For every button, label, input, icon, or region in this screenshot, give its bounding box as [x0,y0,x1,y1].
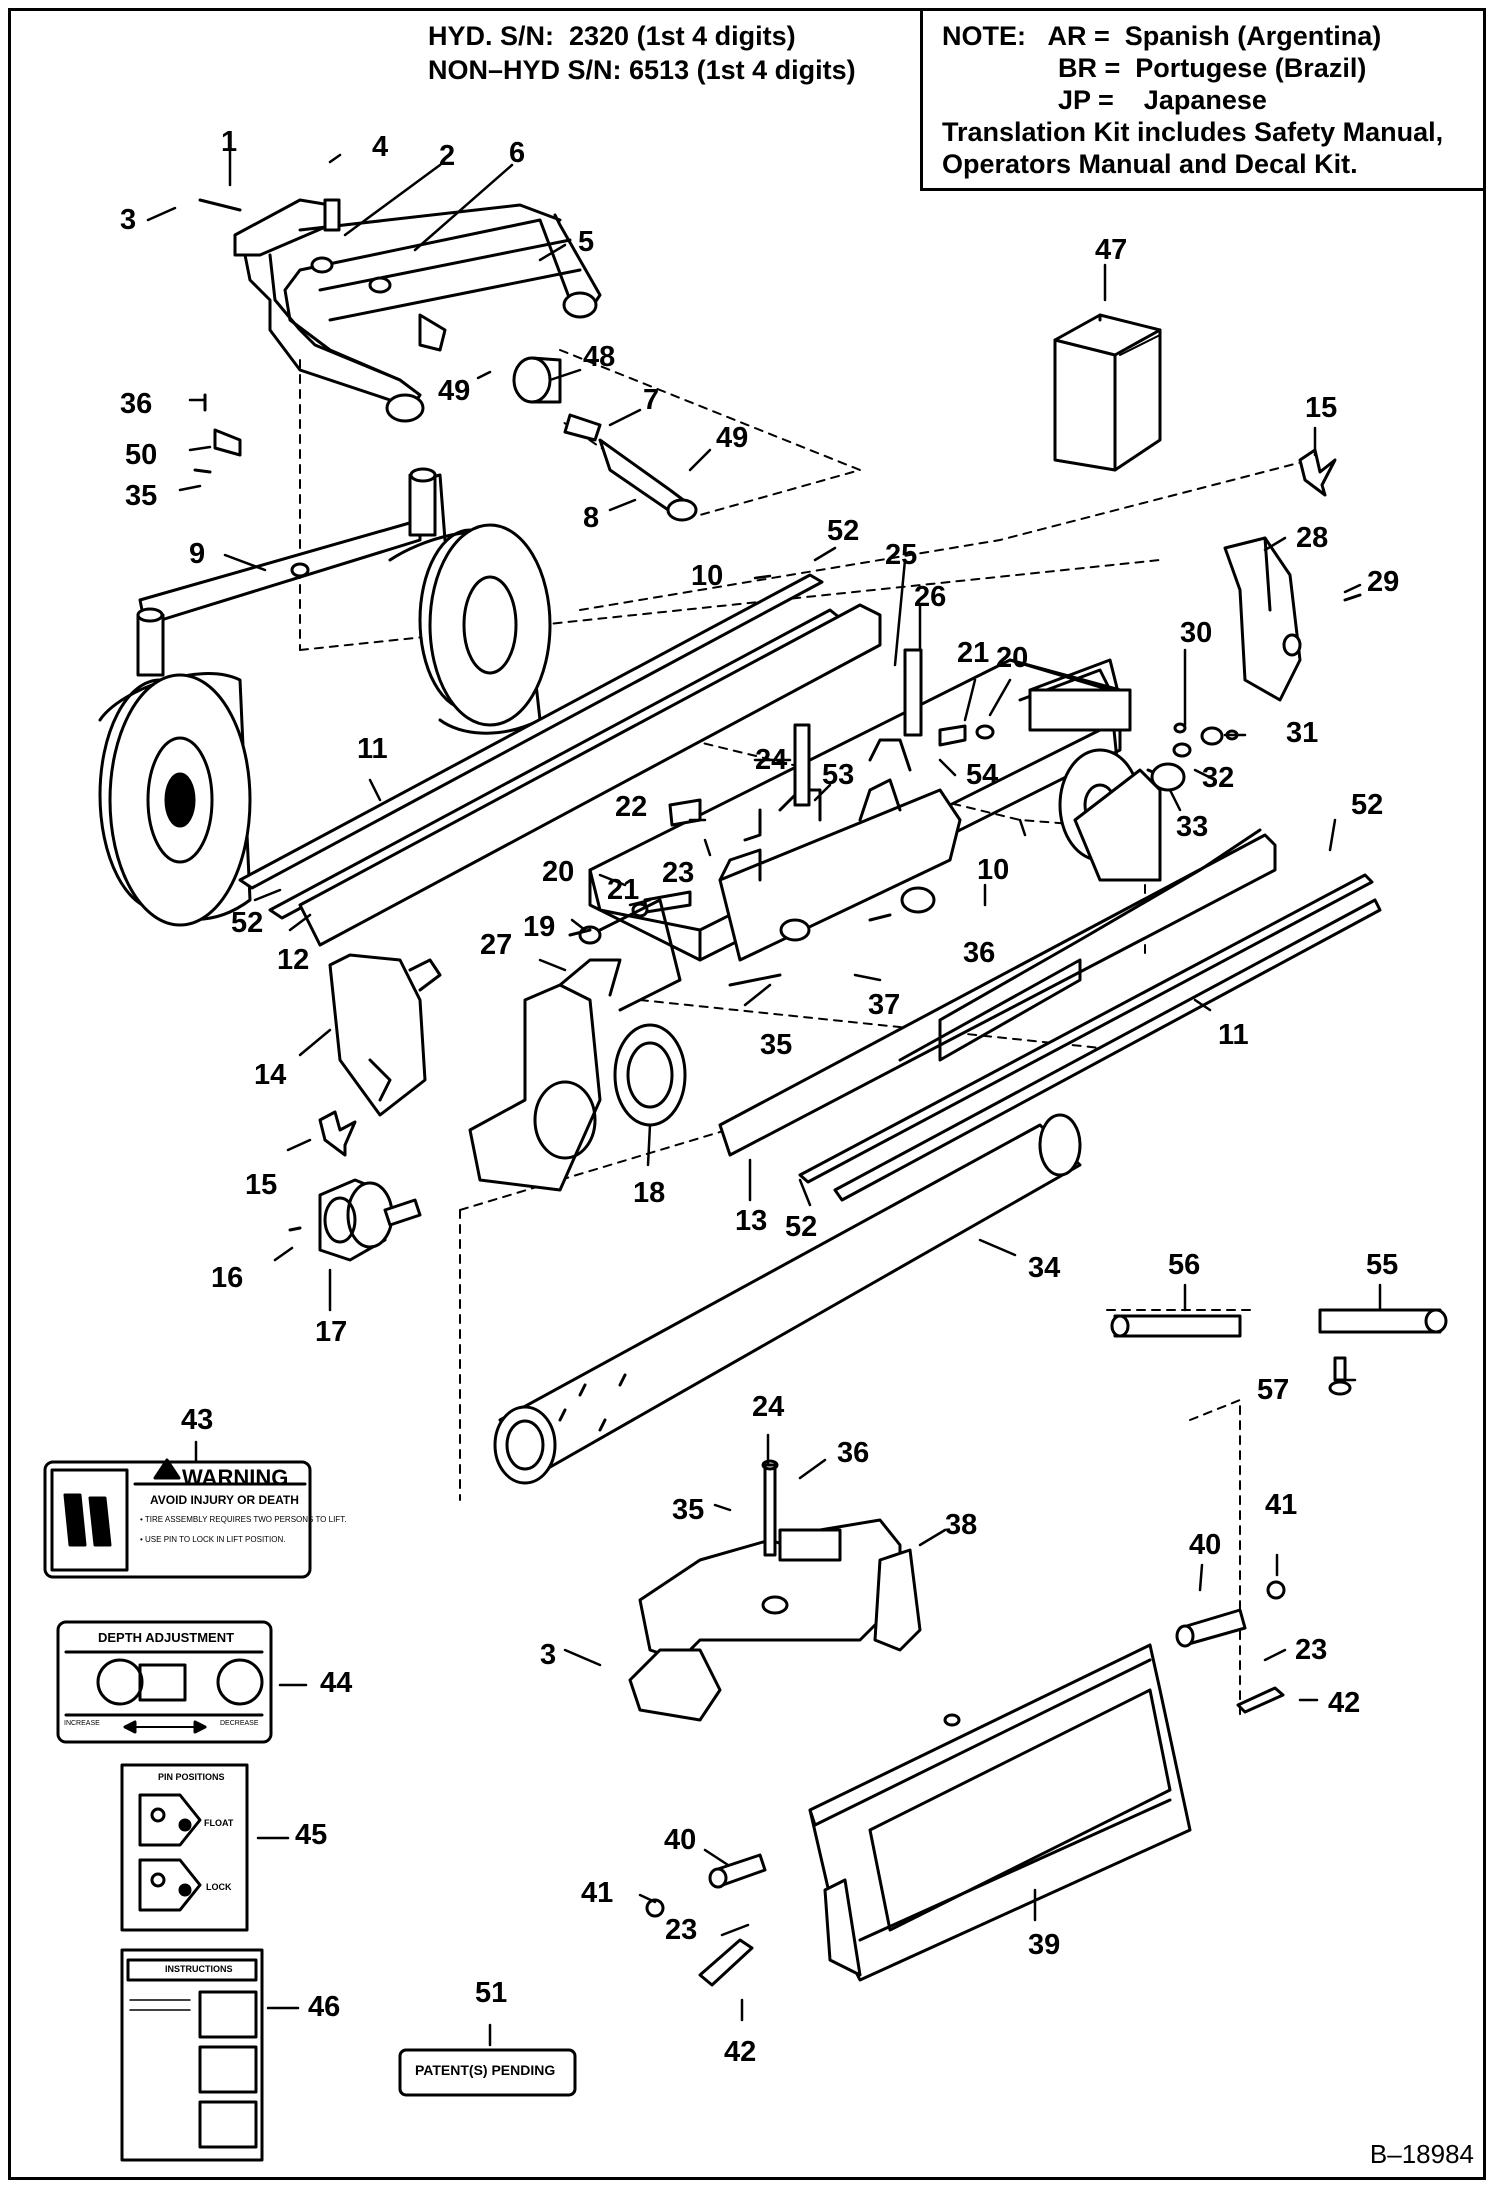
decal-51-patent [398,2048,577,2097]
note-line-manuals: Operators Manual and Decal Kit. [942,149,1358,179]
bushing-pin-group [193,356,698,522]
end-shield-left [328,953,442,1117]
diagram-reference-code: B–18984 [1369,2139,1474,2169]
bracket-15-top [1298,448,1337,497]
note-line-japanese: JP = Japanese [1058,85,1267,115]
roller-drum [493,1113,1082,1485]
non-hyd-serial-label: NON–HYD S/N: 6513 (1st 4 digits) [428,55,856,85]
decal-kit-47 [1053,313,1162,472]
wheel-frame-assembly [136,467,447,677]
quick-attach-plate [645,1580,1286,1987]
tongue-hitch-assembly [198,198,602,423]
page-border [8,8,1486,2180]
note-line-kit: Translation Kit includes Safety Manual, [942,117,1444,147]
decal-45-pin-positions [120,1763,249,1932]
callout-leader-lines [146,146,1382,2047]
right-end-plate [1073,722,1239,882]
hyd-serial-label: HYD. S/N: 2320 (1st 4 digits) [428,21,796,51]
link-bar-56-55 [1110,1308,1448,1396]
scraper-strips [238,573,1382,1202]
decal-44-depth [56,1620,273,1744]
hydraulic-motor [288,1178,422,1262]
translation-note-box [920,8,1486,191]
wheel-left [98,672,252,927]
pins-upper [568,648,995,987]
end-shield-right [1223,536,1362,702]
bracket-15-left [318,1110,357,1157]
note-line-spanish: NOTE: AR = Spanish (Argentina) [942,21,1382,51]
wheel-right [388,523,552,735]
left-end-housing [468,898,687,1192]
note-line-portugese: BR = Portugese (Brazil) [1058,53,1367,83]
mount-bracket [628,1459,922,1722]
decal-46-instructions [120,1948,264,2162]
decal-43-warning [43,1458,312,1579]
